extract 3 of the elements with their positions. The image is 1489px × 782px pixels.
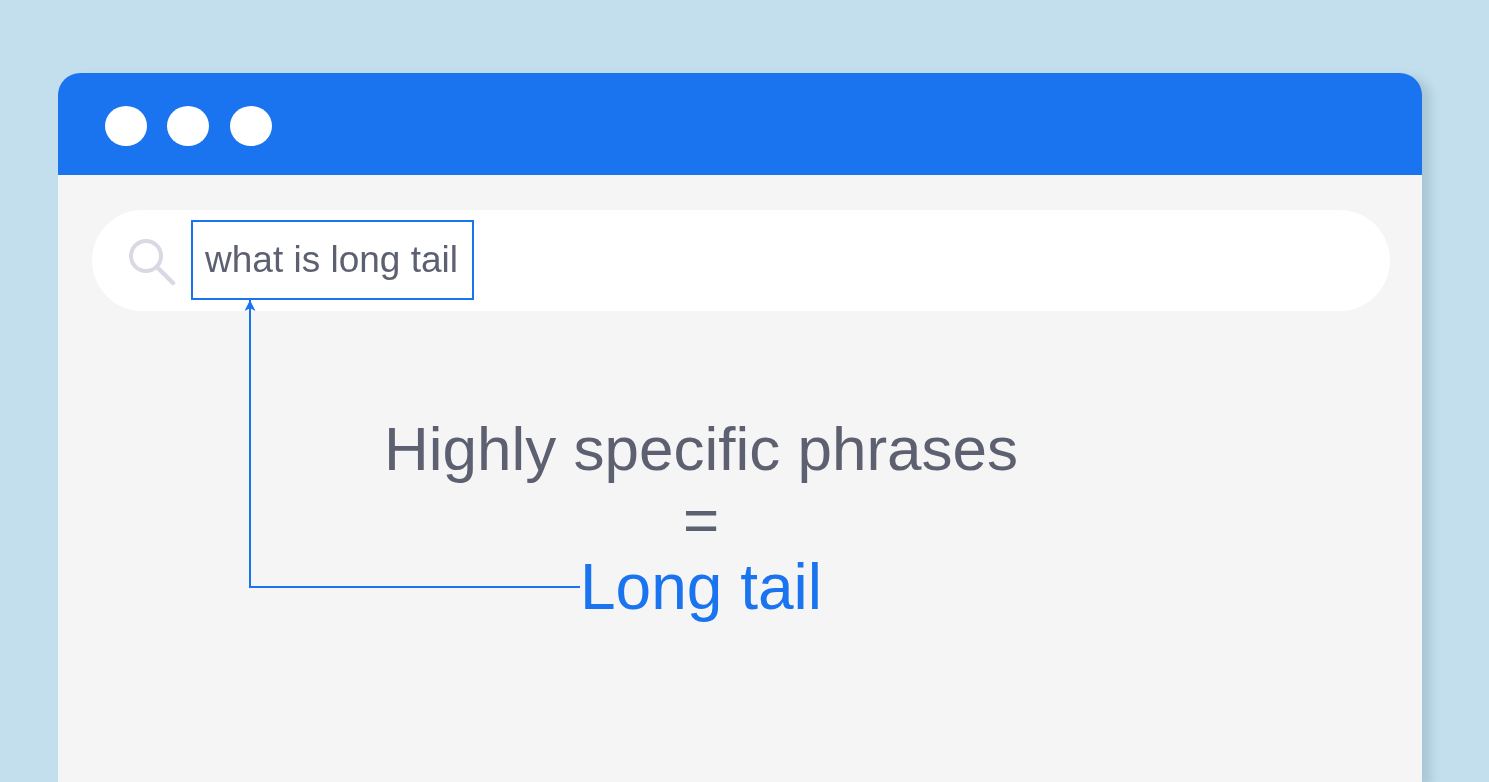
highlighted-query: what is long tail xyxy=(191,220,474,300)
leader-arrow xyxy=(244,299,581,588)
equals-sign: = xyxy=(683,489,720,551)
